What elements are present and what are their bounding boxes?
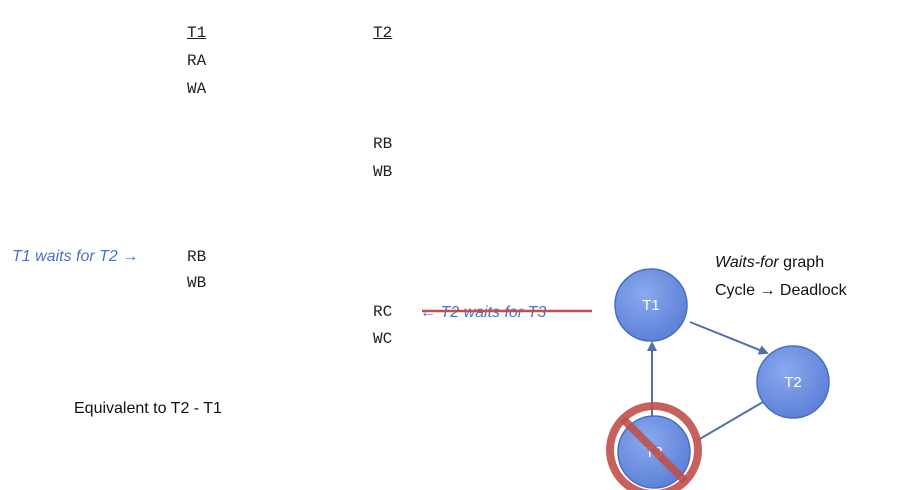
- t2-op-write-b: WB: [373, 163, 393, 181]
- t2-op-read-b: RB: [373, 135, 393, 153]
- edge-t2-to-t3: [697, 401, 764, 441]
- t2-header: T2: [373, 24, 393, 42]
- t1-op-read-a: RA: [187, 52, 207, 70]
- t1-op-write-b: WB: [187, 274, 207, 292]
- graph-title-rest: graph: [778, 254, 825, 271]
- edge-t1-to-t2: [689, 321, 769, 355]
- graph-title-italic: Waits-for: [715, 254, 779, 271]
- t1-op-read-b: RB: [187, 248, 207, 266]
- cycle-text: Cycle → Deadlock: [715, 282, 847, 299]
- graph-title: Waits-for graph: [715, 253, 824, 273]
- t2-op-read-c: RC: [373, 303, 393, 321]
- node-t1-label: T1: [642, 297, 660, 314]
- prohibit-icon: [606, 402, 702, 490]
- node-t1: T1: [614, 268, 688, 342]
- equivalent-text: Equivalent to T2 - T1: [74, 400, 222, 417]
- t1-op-write-a: WA: [187, 80, 207, 98]
- node-t2-label: T2: [784, 374, 802, 391]
- t2-waits-annotation: ← T2 waits for T3: [420, 304, 546, 321]
- t1-header: T1: [187, 24, 207, 42]
- t1-waits-annotation: T1 waits for T2 →: [12, 248, 139, 265]
- node-t2: T2: [756, 345, 830, 419]
- t2-op-write-c: WC: [373, 330, 393, 348]
